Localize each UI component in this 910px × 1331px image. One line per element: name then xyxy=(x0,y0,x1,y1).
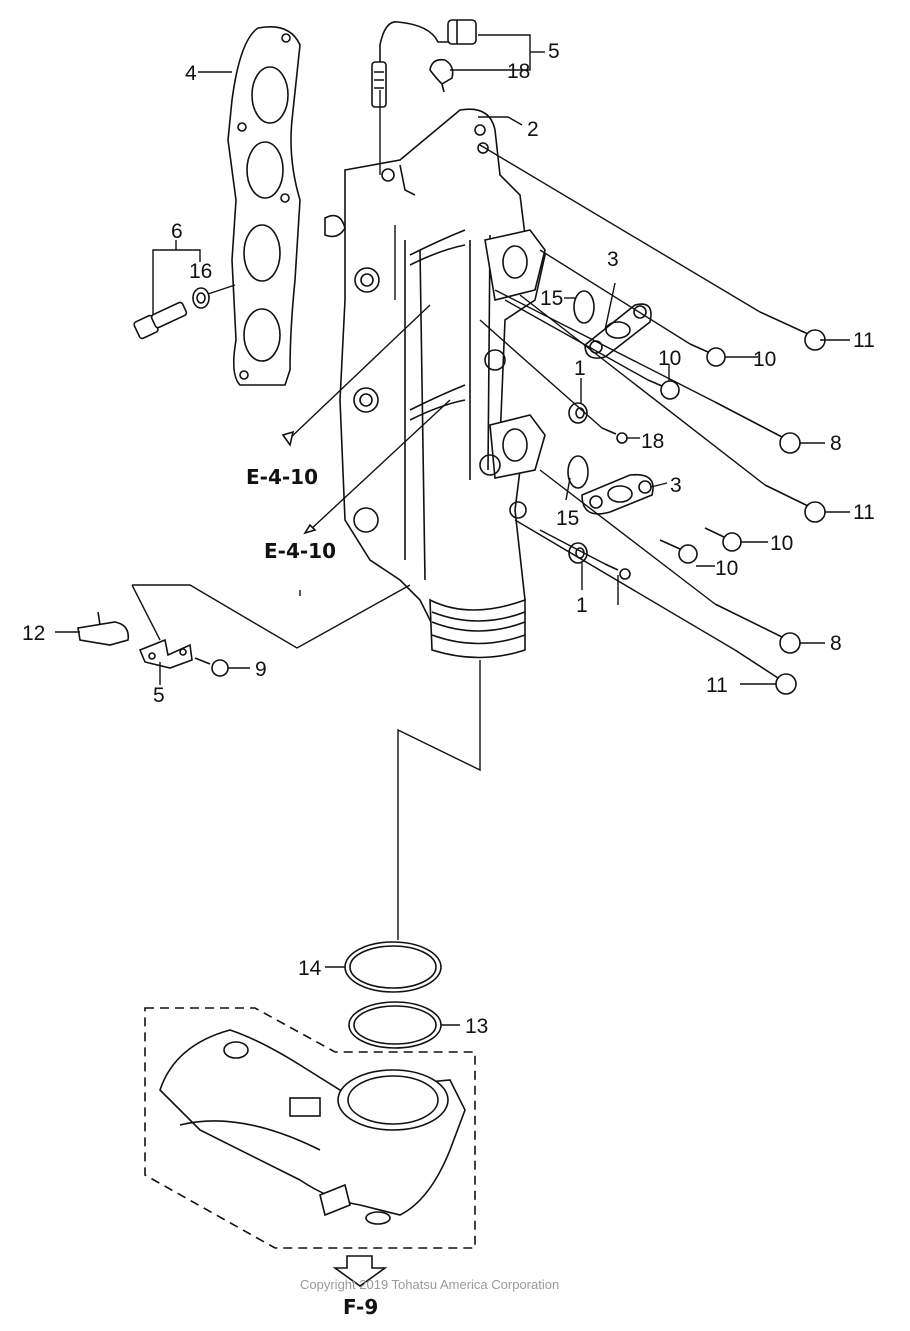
bracket-part-5[interactable] xyxy=(138,638,193,669)
callout-10d[interactable]: 10 xyxy=(715,557,738,580)
callout-17[interactable]: 18 xyxy=(507,60,530,83)
cover-part-3b[interactable] xyxy=(581,473,654,515)
lower-housing[interactable] xyxy=(159,1029,466,1225)
clamp-part-12[interactable] xyxy=(77,611,130,646)
bolt-part-18b[interactable] xyxy=(604,563,631,580)
callout-1b[interactable]: 1 xyxy=(576,594,588,617)
assembly-boundary xyxy=(144,1007,476,1249)
gasket-part-4[interactable] xyxy=(227,26,301,386)
callout-labels: 4 2 5 18 6 16 15 3 11 10 10 1 8 18 11 3 … xyxy=(22,40,875,1038)
down-arrow-icon xyxy=(332,1255,388,1287)
gasket-part-15b[interactable] xyxy=(567,455,589,489)
callout-15b[interactable]: 15 xyxy=(556,507,579,530)
clip-part-17[interactable] xyxy=(429,58,454,93)
bolt-part-8a[interactable] xyxy=(714,401,801,454)
gasket-part-15a[interactable] xyxy=(573,290,595,324)
reference-f-9[interactable]: F-9 xyxy=(343,1295,378,1319)
copyright-text: Copyright 2019 Tohatsu America Corporati… xyxy=(300,1277,559,1292)
bolt-part-10c[interactable] xyxy=(704,527,742,552)
callout-10c[interactable]: 10 xyxy=(770,532,793,555)
callout-11b[interactable]: 11 xyxy=(853,501,875,524)
reference-e-4-10-upper[interactable]: E-4-10 xyxy=(246,465,318,489)
callout-10b[interactable]: 10 xyxy=(658,347,681,370)
leader-lines xyxy=(55,34,850,1026)
callout-15a[interactable]: 15 xyxy=(540,287,563,310)
washer-part-16[interactable] xyxy=(192,287,210,309)
callout-3b[interactable]: 3 xyxy=(670,474,682,497)
callout-6[interactable]: 5 xyxy=(548,40,560,63)
manifold-body-part-2[interactable] xyxy=(324,108,546,659)
bolt-part-18a[interactable] xyxy=(601,427,628,444)
bolt-part-9[interactable] xyxy=(194,657,229,677)
callout-11c[interactable]: 11 xyxy=(706,674,728,697)
callout-5[interactable]: 5 xyxy=(153,684,165,707)
callout-11a[interactable]: 11 xyxy=(853,329,875,352)
bolt-part-10d[interactable] xyxy=(659,539,698,564)
oxygen-sensor-part-6[interactable] xyxy=(371,19,477,108)
sensor-part-7[interactable] xyxy=(133,301,188,340)
callout-18a[interactable]: 18 xyxy=(641,430,664,453)
bolt-part-10a[interactable] xyxy=(689,343,726,367)
reference-e-4-10-lower[interactable]: E-4-10 xyxy=(264,539,336,563)
bolt-part-11c[interactable] xyxy=(734,649,797,695)
callout-1a[interactable]: 1 xyxy=(574,357,586,380)
callout-4[interactable]: 4 xyxy=(185,62,197,85)
callout-3a[interactable]: 3 xyxy=(607,248,619,271)
bolt-part-11a[interactable] xyxy=(759,311,826,351)
callout-8a[interactable]: 8 xyxy=(830,432,842,455)
callout-14[interactable]: 14 xyxy=(298,957,322,980)
callout-9[interactable]: 9 xyxy=(255,658,267,681)
callout-8b[interactable]: 8 xyxy=(830,632,842,655)
callout-7[interactable]: 6 xyxy=(171,220,183,243)
bolt-part-11b[interactable] xyxy=(764,484,826,523)
callout-12[interactable]: 12 xyxy=(22,622,45,645)
callout-2[interactable]: 2 xyxy=(527,118,539,141)
callout-10a[interactable]: 10 xyxy=(753,348,776,371)
callout-13[interactable]: 13 xyxy=(465,1015,488,1038)
bolt-part-10b[interactable] xyxy=(647,379,680,400)
o-ring-part-14[interactable] xyxy=(344,941,442,993)
callout-16[interactable]: 16 xyxy=(189,260,212,283)
o-ring-part-13[interactable] xyxy=(348,1001,442,1049)
